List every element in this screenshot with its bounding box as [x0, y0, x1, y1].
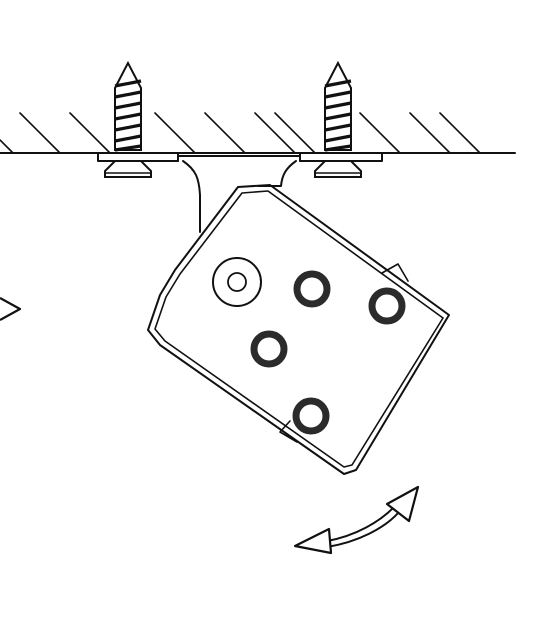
right-wood-screw: [314, 60, 362, 178]
ring-hole-1: [293, 270, 331, 308]
direction-arrow-left-edge: [0, 297, 22, 321]
rotation-arrow-head-right: [385, 485, 420, 523]
plain-hole: [212, 257, 262, 307]
left-wood-screw: [104, 60, 152, 178]
ring-hole-4: [292, 397, 330, 435]
tilted-device-bracket: [147, 184, 450, 475]
ring-hole-2: [368, 287, 406, 325]
ceiling-hatching: [0, 112, 481, 154]
rotation-arrow-head-left: [293, 527, 333, 555]
ceiling-surface: [0, 112, 516, 154]
ring-hole-3: [250, 330, 288, 368]
rotation-arrow: [293, 485, 420, 555]
